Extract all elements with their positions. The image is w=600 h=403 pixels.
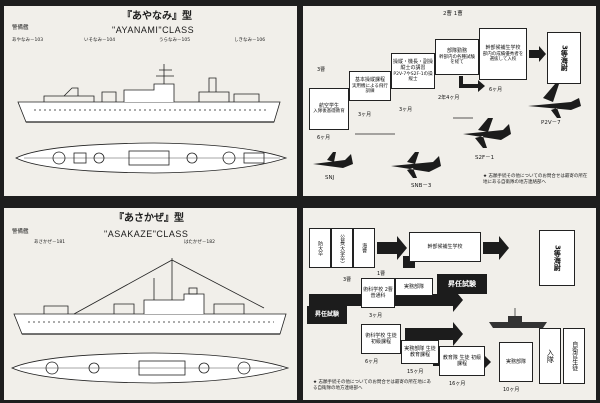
ayanami-ship-1: あやなみ－103 [12,38,44,43]
s2f-silhouette [463,118,511,148]
tr-label-3sou: 3曹 [317,67,326,73]
asakaze-ship-1: あさかぜ－181 [34,240,66,245]
box-3tou-kaii: 3等海尉 [547,32,581,84]
label-p2v: P2V－7 [541,120,561,126]
p2v-silhouette [528,84,581,118]
br-ship-silhouette [489,308,547,328]
box-jieikan: 自衛官生徒 [563,328,585,384]
box-boudai: 防大卒 [309,228,331,268]
asakaze-class-name: "ASAKAZE"CLASS [104,229,189,239]
br-label-10m: 10ヶ月 [503,387,520,393]
box-jutsuka2: 術科学校 生徒 初級課程 [361,324,401,354]
star-icon: ★ [313,380,319,385]
br-label-3sou: 3曹 [343,277,352,283]
asakaze-side-profile [11,258,290,384]
br-label-6m: 6ヶ月 [365,359,379,365]
box-shinin: 昇任試験 [437,274,487,294]
asakaze-category: 警備艦 [12,229,29,235]
tr-note: ★ 志願手続その他についてのお問合せは最寄の所在地にある自衛隊の地方連絡部へ [483,174,588,186]
box-hikou: 航空学生 入隊後基礎教育 [309,88,349,130]
label-s2f: S2F－1 [475,155,495,161]
page-ayanami: 『あやなみ』型 警備艦 "AYANAMI"CLASS あやなみ－103 いそなみ… [4,6,297,196]
tr-arrows [459,46,546,92]
box-jisshu: 実務部隊 [395,278,433,296]
box-nyutai: 入隊 [539,328,561,384]
ayanami-ship-2: いそなみ－104 [84,38,116,43]
ayanami-title: 『あやなみ』型 [122,11,192,22]
tr-aircraft [313,84,581,178]
box-3tou-br: 3等海尉 [539,230,575,286]
label-snj: SNJ [325,175,335,181]
tr-label-3m-a: 3ヶ月 [358,112,372,118]
box-koubo: 公募(大学卒) [331,228,353,268]
tr-label-2y4m: 2年4ヶ月 [438,95,460,101]
ayanami-ship-3: うらなみ－105 [159,38,191,43]
box-shiken: 部隊勤務 幹部内の各種試験を経て [435,39,479,75]
label-snb: SNB－3 [411,183,432,189]
br-label-1sou: 1曹 [377,271,386,277]
page-surface-career: 防大卒 公募(大学卒) 海曹 幹部候補生学校 3等海尉 1曹 3曹 術科学校 2… [303,208,596,400]
tr-top-label: 2曹 1曹 [443,11,463,17]
box-kihon: 基本操縦課程 実用機による飛行訓練 [349,71,391,101]
br-note: ★ 志願手続その他についてのお問合せは最寄の所在地にある自衛隊の地方連絡部へ [313,380,431,392]
tr-label-6m-b: 6ヶ月 [489,87,503,93]
br-label-3m: 3ヶ月 [369,313,383,319]
box-kanbu-br: 幹部候補生学校 [409,232,481,262]
tr-label-3m-b: 3ヶ月 [399,107,413,113]
ayanami-category: 警備艦 [12,25,29,31]
box-seito: 教育隊 生徒 初級課程 [439,346,485,376]
page-aviation-career: 2曹 1曹 航空学生 入隊後基礎教育 基本操縦課程 実用機による飛行訓練 操縦・… [303,6,596,196]
box-jisshu2: 実務部隊 生徒教育課程 [401,340,439,364]
br-label-15m: 15ヶ月 [407,369,424,375]
tr-label-6m-a: 6ヶ月 [317,135,331,141]
br-label-16m: 16ヶ月 [449,381,466,387]
asakaze-ship-2: はたかぜ－182 [184,240,215,245]
box-tokka: 操縦・機長・副操縦士の講習 P2V-7やS2F-1の操縦士 [391,53,435,89]
ayanami-side-profile [15,64,288,174]
snj-silhouette [313,152,353,168]
page-asakaze: 『あさかぜ』型 警備艦 "ASAKAZE"CLASS あさかぜ－181 はたかぜ… [4,208,297,400]
snb-silhouette [391,152,441,178]
box-kaisou: 海曹 [353,228,375,268]
box-kanbu: 幹部候補生学校 部内の成績優秀者を選抜して入校 [479,28,527,80]
ayanami-class-name: "AYANAMI"CLASS [112,25,195,35]
box-jisshu3: 実務部隊 [499,342,533,382]
ayanami-ship-4: しきなみ－106 [234,38,266,43]
box-senmon: 術科学校 2曹普通科 [361,278,395,308]
star-icon: ★ [483,174,489,179]
box-shinin-left: 昇任試験 [307,306,347,324]
asakaze-title: 『あさかぜ』型 [114,213,184,224]
